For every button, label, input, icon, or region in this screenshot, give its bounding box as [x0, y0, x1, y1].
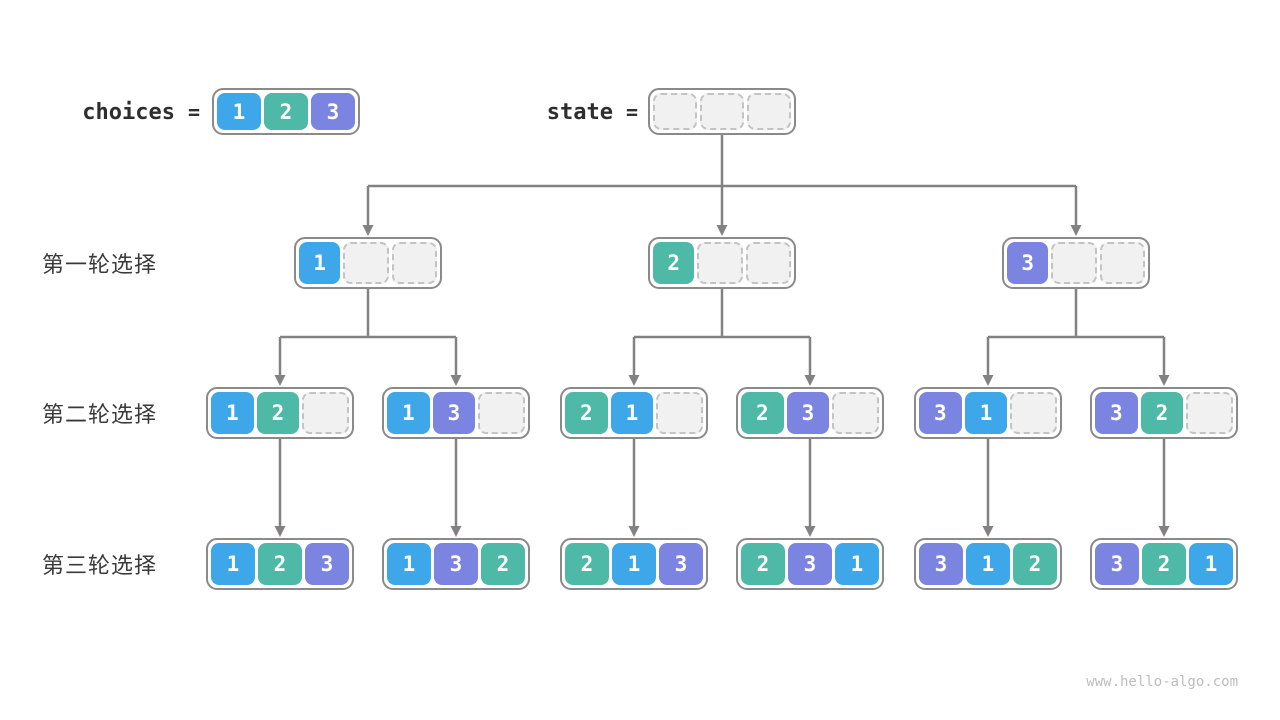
empty-cell	[832, 392, 880, 434]
empty-cell	[1186, 392, 1234, 434]
empty-cell	[1051, 242, 1097, 284]
arrowhead-icon	[628, 375, 640, 386]
cell-value-2: 2	[258, 543, 302, 585]
tree-edge-lines	[278, 135, 1166, 528]
cell-value-1: 1	[612, 543, 656, 585]
empty-cell	[747, 93, 791, 130]
array-node-state-root	[648, 88, 796, 135]
cell-value-3: 3	[1095, 543, 1139, 585]
arrowhead-icon	[982, 375, 994, 386]
empty-cell	[700, 93, 744, 130]
arrowhead-icon	[628, 526, 640, 537]
empty-cell	[745, 242, 791, 284]
arrowhead-icon	[362, 225, 374, 236]
cell-value-3: 3	[659, 543, 703, 585]
state-equals-sign: =	[625, 100, 638, 124]
empty-cell	[656, 392, 704, 434]
cell-value-2: 2	[565, 392, 608, 434]
cell-value-1: 1	[964, 392, 1008, 434]
watermark: www.hello-algo.com	[1086, 674, 1238, 690]
cell-value-1: 1	[387, 392, 430, 434]
cell-value-3: 3	[1007, 242, 1049, 284]
cell-value-1: 1	[211, 543, 255, 585]
arrowhead-icon	[982, 526, 994, 537]
state-label-text: state	[546, 99, 613, 125]
empty-cell	[391, 242, 437, 284]
arrowhead-icon	[274, 375, 286, 386]
cell-value-3: 3	[311, 93, 355, 130]
cell-value-2: 2	[256, 392, 300, 434]
cell-value-2: 2	[565, 543, 609, 585]
arrowhead-icon	[450, 375, 462, 386]
arrowhead-icon	[804, 526, 816, 537]
arrowhead-icon	[804, 375, 816, 386]
cell-value-2: 2	[481, 543, 525, 585]
array-node-r1-2: 2	[648, 237, 796, 289]
arrowhead-icon	[1158, 375, 1170, 386]
cell-value-1: 1	[299, 242, 341, 284]
round-1-label: 第一轮选择	[42, 252, 158, 277]
cell-value-1: 1	[835, 543, 879, 585]
cell-value-2: 2	[741, 543, 785, 585]
empty-cell	[302, 392, 350, 434]
cell-value-3: 3	[432, 392, 476, 434]
cell-value-2: 2	[1013, 543, 1057, 585]
cell-value-2: 2	[264, 93, 308, 130]
cell-value-2: 2	[1142, 543, 1186, 585]
state-label: state =	[498, 97, 638, 127]
choices-equals-sign: =	[187, 100, 200, 124]
cell-value-1: 1	[966, 543, 1010, 585]
cell-value-1: 1	[1189, 543, 1233, 585]
cell-value-3: 3	[434, 543, 478, 585]
cell-value-1: 1	[217, 93, 261, 130]
choices-label-text: choices	[82, 99, 175, 125]
round-2-label: 第二轮选择	[42, 402, 158, 427]
cell-value-1: 1	[387, 543, 431, 585]
cell-value-3: 3	[1095, 392, 1138, 434]
cell-value-3: 3	[919, 392, 962, 434]
round-3-label: 第三轮选择	[42, 553, 158, 578]
empty-cell	[1099, 242, 1145, 284]
arrowhead-icon	[1158, 526, 1170, 537]
cell-value-2: 2	[1140, 392, 1184, 434]
array-node-r1-1: 1	[294, 237, 442, 289]
empty-cell	[653, 93, 697, 130]
cell-value-3: 3	[786, 392, 830, 434]
empty-cell	[1010, 392, 1058, 434]
cell-value-2: 2	[741, 392, 784, 434]
empty-cell	[343, 242, 389, 284]
arrowhead-icon	[716, 225, 728, 236]
array-node-r1-3: 3	[1002, 237, 1150, 289]
cell-value-1: 1	[610, 392, 654, 434]
choices-label: choices =	[40, 97, 200, 127]
cell-value-3: 3	[788, 543, 832, 585]
empty-cell	[697, 242, 743, 284]
cell-value-2: 2	[653, 242, 695, 284]
cell-value-1: 1	[211, 392, 254, 434]
empty-cell	[478, 392, 526, 434]
arrowhead-icon	[450, 526, 462, 537]
cell-value-3: 3	[919, 543, 963, 585]
cell-value-3: 3	[305, 543, 349, 585]
arrowhead-icon	[274, 526, 286, 537]
arrowhead-icon	[1070, 225, 1082, 236]
